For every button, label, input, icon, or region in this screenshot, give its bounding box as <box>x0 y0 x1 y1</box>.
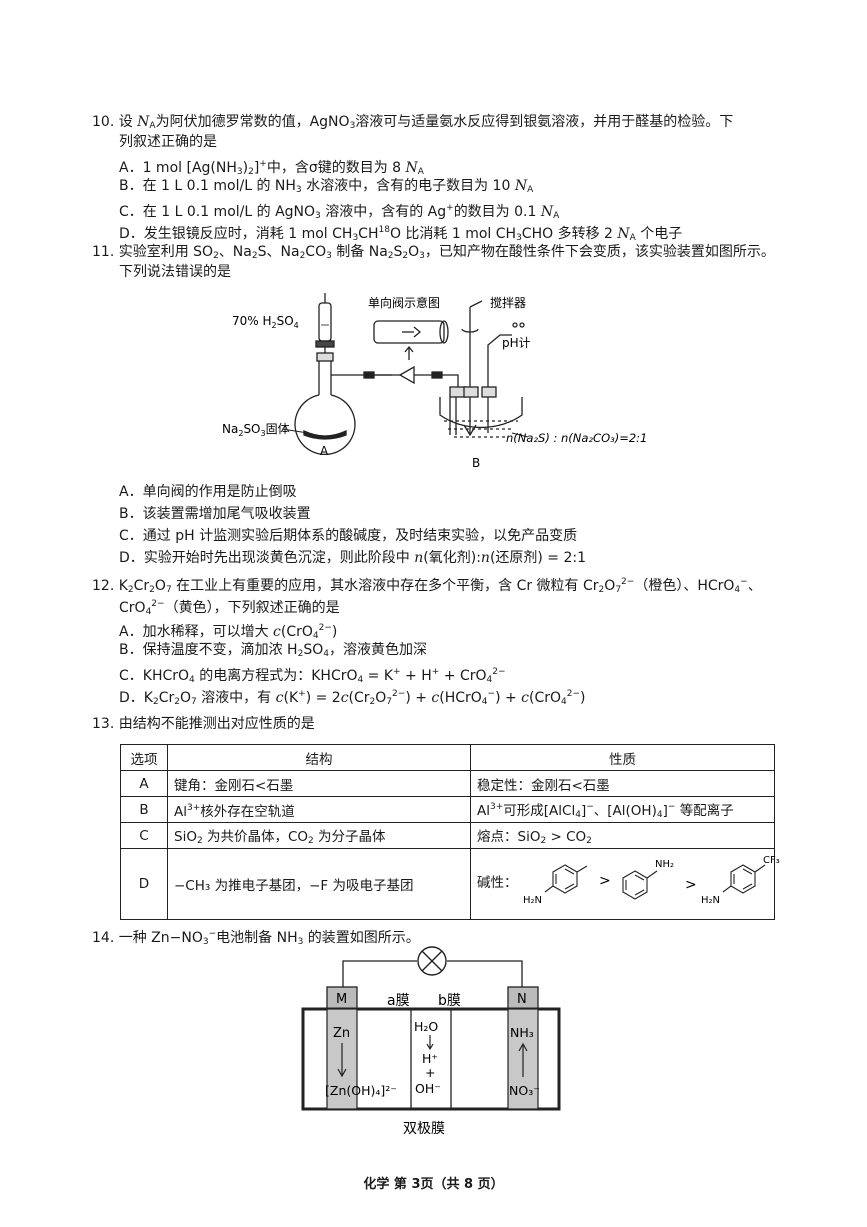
dropping-funnel <box>315 293 335 362</box>
table-row: C SiO2 为共价晶体，CO2 为分子晶体 熔点：SiO2 > CO2 <box>120 822 775 849</box>
ph-meter-label: pH计 <box>502 336 531 350</box>
table-cell: A <box>120 770 168 797</box>
q11-stem-line2: 下列说法错误的是 <box>119 264 231 280</box>
q14-stem: 14. 一种 Zn−NO3−电池制备 NH3 的装置如图所示。 <box>92 929 420 947</box>
q10-option-c: C．在 1 L 0.1 mol/L 的 AgNO3 溶液中，含有的 Ag+的数目… <box>119 203 560 221</box>
electrode-m-label: M <box>336 992 347 1007</box>
benzene-ring-icon <box>622 870 658 900</box>
q12-stem: 12. K2Cr2O7 在工业上有重要的应用，其水溶液中存在多个平衡，含 Cr … <box>92 577 762 595</box>
label-b: B <box>472 456 480 470</box>
table-cell: 熔点：SiO2 > CO2 <box>470 822 775 849</box>
q11-option-c: C．通过 pH 计监测实验后期体系的酸碱度，及时结束实验，以免产品变质 <box>119 528 578 544</box>
acid-label: 70% H2SO4 <box>232 314 299 330</box>
connecting-tube <box>331 365 459 393</box>
hplus-label: H⁺ <box>422 1051 438 1066</box>
m3-cf3: CF₃ <box>763 855 780 866</box>
benzene-ring-icon <box>722 864 766 894</box>
bipolar-membrane-label: 双极膜 <box>403 1121 445 1137</box>
table-header-cell: 结构 <box>167 744 471 771</box>
oh-label: OH⁻ <box>415 1081 441 1096</box>
solid-label: Na2SO3固体 <box>222 422 290 438</box>
q12-option-c: C．KHCrO4 的电离方程式为：KHCrO4 = K+ + H+ + CrO4… <box>119 667 506 685</box>
table-cell: B <box>120 796 168 823</box>
q10-option-a: A．1 mol [Ag(NH3)2]+中，含σ键的数目为 8 NA <box>119 159 424 177</box>
flask-a <box>294 361 356 455</box>
greater-than: > <box>599 873 611 889</box>
table-row: A 键角：金刚石<石墨 稳定性：金刚石<石墨 <box>120 770 775 797</box>
electrode-n-label: N <box>517 992 527 1007</box>
q13-table: 选项 结构 性质 A 键角：金刚石<石墨 稳定性：金刚石<石墨 B Al3+核外… <box>120 744 780 920</box>
m1-amine: H₂N <box>523 895 542 906</box>
q12-option-b: B．保持温度不变，滴加浓 H2SO4，溶液黄色加深 <box>119 642 427 659</box>
q10-option-d: D．发生银镜反应时，消耗 1 mol CH3CH18O 比消耗 1 mol CH… <box>119 225 683 243</box>
stirrer <box>461 300 483 437</box>
greater-than: > <box>685 877 697 893</box>
table-cell: 稳定性：金刚石<石墨 <box>470 770 775 797</box>
table-cell: Al3+核外存在空轨道 <box>167 796 471 823</box>
label-a: A <box>320 444 329 458</box>
q11-option-d: D．实验开始时先出现淡黄色沉淀，则此阶段中 n(氧化剂):n(还原剂) = 2:… <box>119 550 587 566</box>
q10-stem: 10. 设 NA为阿伏加德罗常数的值，AgNO3溶液可与适量氨水反应得到银氨溶液… <box>92 114 734 131</box>
benzene-ring-icon <box>544 864 588 894</box>
table-cell: 键角：金刚石<石墨 <box>167 770 471 797</box>
table-row: D −CH₃ 为推电子基团，−F 为吸电子基团 碱性： H₂N > <box>120 848 780 920</box>
zincate-label: [Zn(OH)₄]²⁻ <box>325 1083 397 1098</box>
m3-amine: H₂N <box>701 895 720 906</box>
q11-apparatus-figure: 70% H2SO4 Na2SO3固体 A 单向阀示意图 搅拌器 p <box>222 293 647 470</box>
nh3-label: NH₃ <box>510 1025 534 1040</box>
page-footer: 化学 第 3页（共 8 页） <box>363 1177 504 1192</box>
table-header-cell: 性质 <box>470 744 775 771</box>
one-way-valve-icon <box>398 365 415 385</box>
q10-option-b: B．在 1 L 0.1 mol/L 的 NH3 水溶液中，含有的电子数目为 10… <box>119 178 534 195</box>
table-header-row: 选项 结构 性质 <box>120 744 775 771</box>
arrow-down-icon <box>426 1035 434 1051</box>
basicity-label: 碱性： <box>477 875 518 891</box>
table-cell: −CH₃ 为推电子基团，−F 为吸电子基团 <box>167 848 471 920</box>
basicity-structures: H₂N > NH₂ > H₂N CF₃ <box>523 855 780 906</box>
table-row: B Al3+核外存在空轨道 Al3+可形成[AlCl4]−、[Al(OH)4]−… <box>120 796 775 823</box>
valve-schematic <box>373 320 449 360</box>
external-circuit <box>342 960 523 987</box>
membrane-a-label: a膜 <box>387 993 410 1009</box>
lamp-icon <box>417 946 447 976</box>
beaker-b <box>439 386 523 438</box>
q11-option-b: B．该装置需增加尾气吸收装置 <box>119 506 311 522</box>
table-cell: SiO2 为共价晶体，CO2 为分子晶体 <box>167 822 471 849</box>
table-cell: 碱性： H₂N > NH₂ > <box>470 848 780 920</box>
membrane-b-label: b膜 <box>438 993 461 1009</box>
m2-amine: NH₂ <box>655 859 674 870</box>
q13-stem: 13. 由结构不能推测出对应性质的是 <box>92 716 315 732</box>
arrow-down-icon <box>337 1043 347 1078</box>
table-cell: C <box>120 822 168 849</box>
stirrer-label: 搅拌器 <box>490 295 526 310</box>
q12-stem-line2: CrO42−（黄色），下列叙述正确的是 <box>119 599 340 617</box>
ph-probe <box>487 322 525 433</box>
zn-label: Zn <box>333 1026 350 1041</box>
valve-label: 单向阀示意图 <box>368 295 440 310</box>
q14-cell-figure: M N a膜 b膜 Zn [Zn(OH)₄]²⁻ H₂O H⁺ + OH⁻ NH… <box>301 946 561 1137</box>
table-cell: D <box>120 848 168 920</box>
water-label: H₂O <box>414 1019 438 1034</box>
table-header-cell: 选项 <box>120 744 168 771</box>
table-cell: Al3+可形成[AlCl4]−、[Al(OH)4]− 等配离子 <box>470 796 775 823</box>
q11-option-a: A．单向阀的作用是防止倒吸 <box>119 484 297 500</box>
q10-stem-line2: 列叙述正确的是 <box>119 134 217 150</box>
ratio-label: n(Na₂S) : n(Na₂CO₃)=2:1 <box>506 431 647 445</box>
q12-option-a: A．加水稀释，可以增大 c(CrO42−) <box>119 623 338 641</box>
plus-label: + <box>425 1065 435 1080</box>
arrow-up-icon <box>518 1042 528 1077</box>
q12-option-d: D．K2Cr2O7 溶液中，有 c(K+) = 2c(Cr2O72−) + c(… <box>119 689 586 707</box>
q11-stem: 11. 实验室利用 SO2、Na2S、Na2CO3 制备 Na2S2O3，已知产… <box>92 244 775 261</box>
no3-label: NO₃⁻ <box>509 1083 540 1098</box>
